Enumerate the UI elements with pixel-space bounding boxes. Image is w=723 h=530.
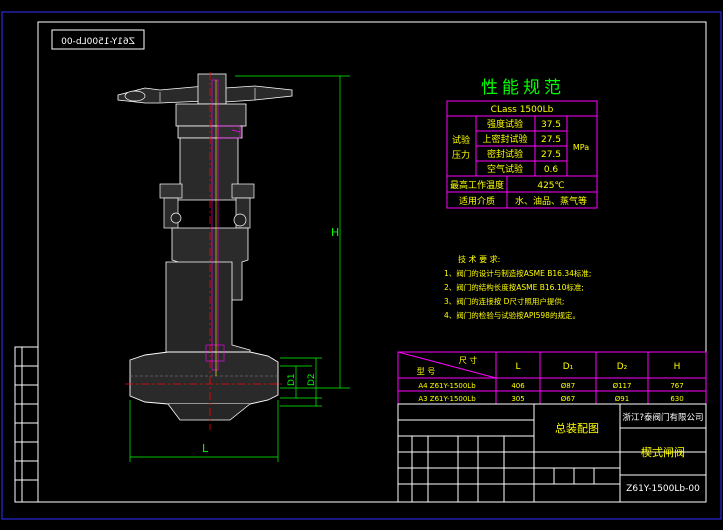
size-cell: Ø67 bbox=[561, 395, 575, 403]
size-col-header: D₂ bbox=[617, 362, 628, 372]
mirrored-number-box: Z61Y-1500Lb-00 bbox=[51, 29, 145, 50]
title-drawing-number: Z61Y-1500Lb-00 bbox=[626, 484, 700, 494]
size-col-header: H bbox=[674, 362, 681, 372]
size-cell: 406 bbox=[511, 382, 525, 390]
size-head-model: 型 号 bbox=[417, 367, 436, 376]
dimension-lines bbox=[129, 75, 350, 462]
spec-max-temp-label: 最高工作温度 bbox=[450, 179, 504, 191]
spec-class: CLass 1500Lb bbox=[491, 105, 554, 115]
spec-row-name: 强度试验 bbox=[487, 118, 523, 130]
size-cell: Ø117 bbox=[613, 382, 632, 390]
spec-unit: MPa bbox=[573, 143, 589, 152]
size-cell: Ø91 bbox=[615, 395, 629, 403]
inner-frame bbox=[37, 21, 707, 503]
spec-medium-value: 水、油品、蒸气等 bbox=[515, 195, 587, 207]
spec-table bbox=[446, 100, 598, 209]
spec-title: 性能规范 bbox=[481, 78, 565, 98]
size-row-model: A4 Z61Y-1500Lb bbox=[418, 382, 476, 390]
size-cell: Ø87 bbox=[561, 382, 575, 390]
note-item: 3、阀门的连接按 D尺寸照用户提供; bbox=[444, 296, 564, 306]
dim-D2-label: D2 bbox=[307, 373, 317, 386]
spec-row-value: 0.6 bbox=[544, 165, 559, 175]
size-cell: 305 bbox=[511, 395, 524, 403]
title-product: 楔式闸阀 bbox=[641, 445, 685, 459]
notes-title: 技 术 要 求: bbox=[458, 254, 500, 264]
spec-max-temp-value: 425℃ bbox=[537, 181, 564, 191]
size-cell: 630 bbox=[670, 395, 683, 403]
spec-group-1: 试验 bbox=[452, 134, 470, 146]
spec-row-value: 27.5 bbox=[541, 150, 561, 160]
spec-row-name: 密封试验 bbox=[487, 148, 523, 160]
size-col-header: D₁ bbox=[563, 362, 574, 372]
spec-medium-label: 适用介质 bbox=[459, 195, 495, 207]
size-cell: 767 bbox=[670, 382, 683, 390]
spec-row-value: 27.5 bbox=[541, 135, 561, 145]
spec-row-value: 37.5 bbox=[541, 120, 561, 130]
valve-drawing bbox=[117, 72, 293, 430]
size-col-header: L bbox=[515, 362, 520, 372]
size-row-model: A3 Z61Y-1500Lb bbox=[418, 395, 476, 403]
mirrored-drawing-number: Z61Y-1500Lb-00 bbox=[61, 37, 135, 47]
spec-group-2: 压力 bbox=[452, 149, 470, 161]
title-assembly: 总装配图 bbox=[555, 421, 599, 435]
valve-body bbox=[129, 351, 279, 405]
title-company: 浙江?泰阀门有限公司 bbox=[622, 412, 703, 423]
size-head-size: 尺 寸 bbox=[459, 355, 478, 365]
spec-row-name: 空气试验 bbox=[487, 163, 523, 175]
note-item: 1、阀门的设计与制造按ASME B16.34标准; bbox=[444, 268, 591, 278]
outer-frame bbox=[1, 11, 722, 520]
dim-D1-label: D1 bbox=[287, 373, 297, 386]
dim-L-label: L bbox=[202, 442, 209, 455]
dim-H-label: H bbox=[331, 226, 339, 239]
technical-notes: 技 术 要 求: 1、阀门的设计与制造按ASME B16.34标准; 2、阀门的… bbox=[444, 254, 591, 320]
note-item: 4、阀门的检验与试验按API598的规定。 bbox=[444, 310, 580, 320]
note-item: 2、阀门的结构长度按ASME B16.10标准; bbox=[444, 282, 584, 292]
spec-row-name: 上密封试验 bbox=[482, 133, 527, 145]
title-block bbox=[397, 403, 707, 503]
revision-strip bbox=[14, 346, 39, 503]
